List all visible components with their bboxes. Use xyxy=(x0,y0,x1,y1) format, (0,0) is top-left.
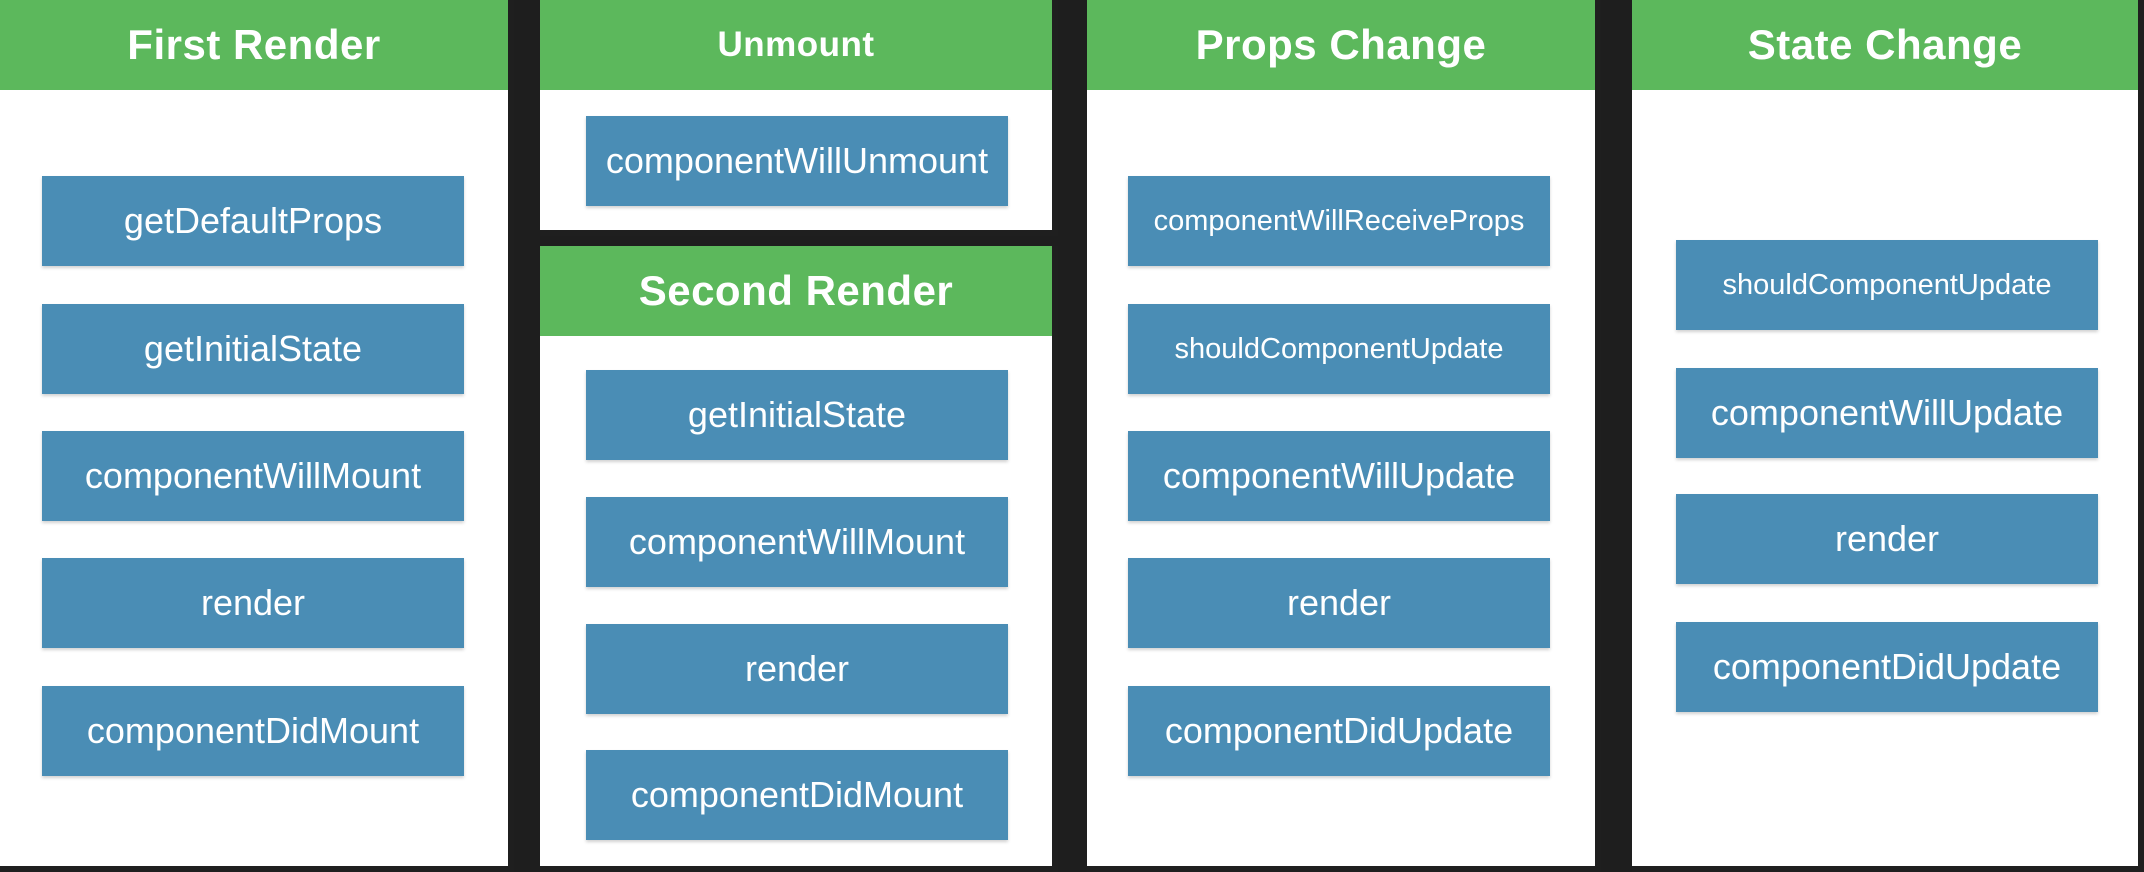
method-get-default-props: getDefaultProps xyxy=(42,176,464,266)
panel-first-render: First Render getDefaultProps getInitialS… xyxy=(0,0,514,872)
panel-props-change: Props Change componentWillReceiveProps s… xyxy=(1087,0,1601,872)
method-get-initial-state: getInitialState xyxy=(586,370,1008,460)
method-component-will-mount: componentWillMount xyxy=(586,497,1008,587)
method-component-did-update: componentDidUpdate xyxy=(1128,686,1550,776)
method-render: render xyxy=(586,624,1008,714)
panel-title-state-change: State Change xyxy=(1632,0,2138,90)
panel-title-props-change: Props Change xyxy=(1087,0,1595,90)
panel-title-first-render: First Render xyxy=(0,0,508,90)
method-get-initial-state: getInitialState xyxy=(42,304,464,394)
panel-unmount: Unmount componentWillUnmount xyxy=(540,0,1058,236)
panel-second-render: Second Render getInitialState componentW… xyxy=(540,246,1058,872)
method-should-component-update: shouldComponentUpdate xyxy=(1676,240,2098,330)
panel-title-second-render: Second Render xyxy=(540,246,1052,336)
method-render: render xyxy=(42,558,464,648)
method-component-will-update: componentWillUpdate xyxy=(1676,368,2098,458)
method-should-component-update: shouldComponentUpdate xyxy=(1128,304,1550,394)
method-component-will-unmount: componentWillUnmount xyxy=(586,116,1008,206)
panel-title-unmount: Unmount xyxy=(540,0,1052,90)
method-component-did-update: componentDidUpdate xyxy=(1676,622,2098,712)
method-component-will-mount: componentWillMount xyxy=(42,431,464,521)
method-component-will-update: componentWillUpdate xyxy=(1128,431,1550,521)
method-component-did-mount: componentDidMount xyxy=(586,750,1008,840)
method-component-did-mount: componentDidMount xyxy=(42,686,464,776)
panel-state-change: State Change shouldComponentUpdate compo… xyxy=(1632,0,2144,872)
method-component-will-receive-props: componentWillReceiveProps xyxy=(1128,176,1550,266)
method-render: render xyxy=(1128,558,1550,648)
method-render: render xyxy=(1676,494,2098,584)
